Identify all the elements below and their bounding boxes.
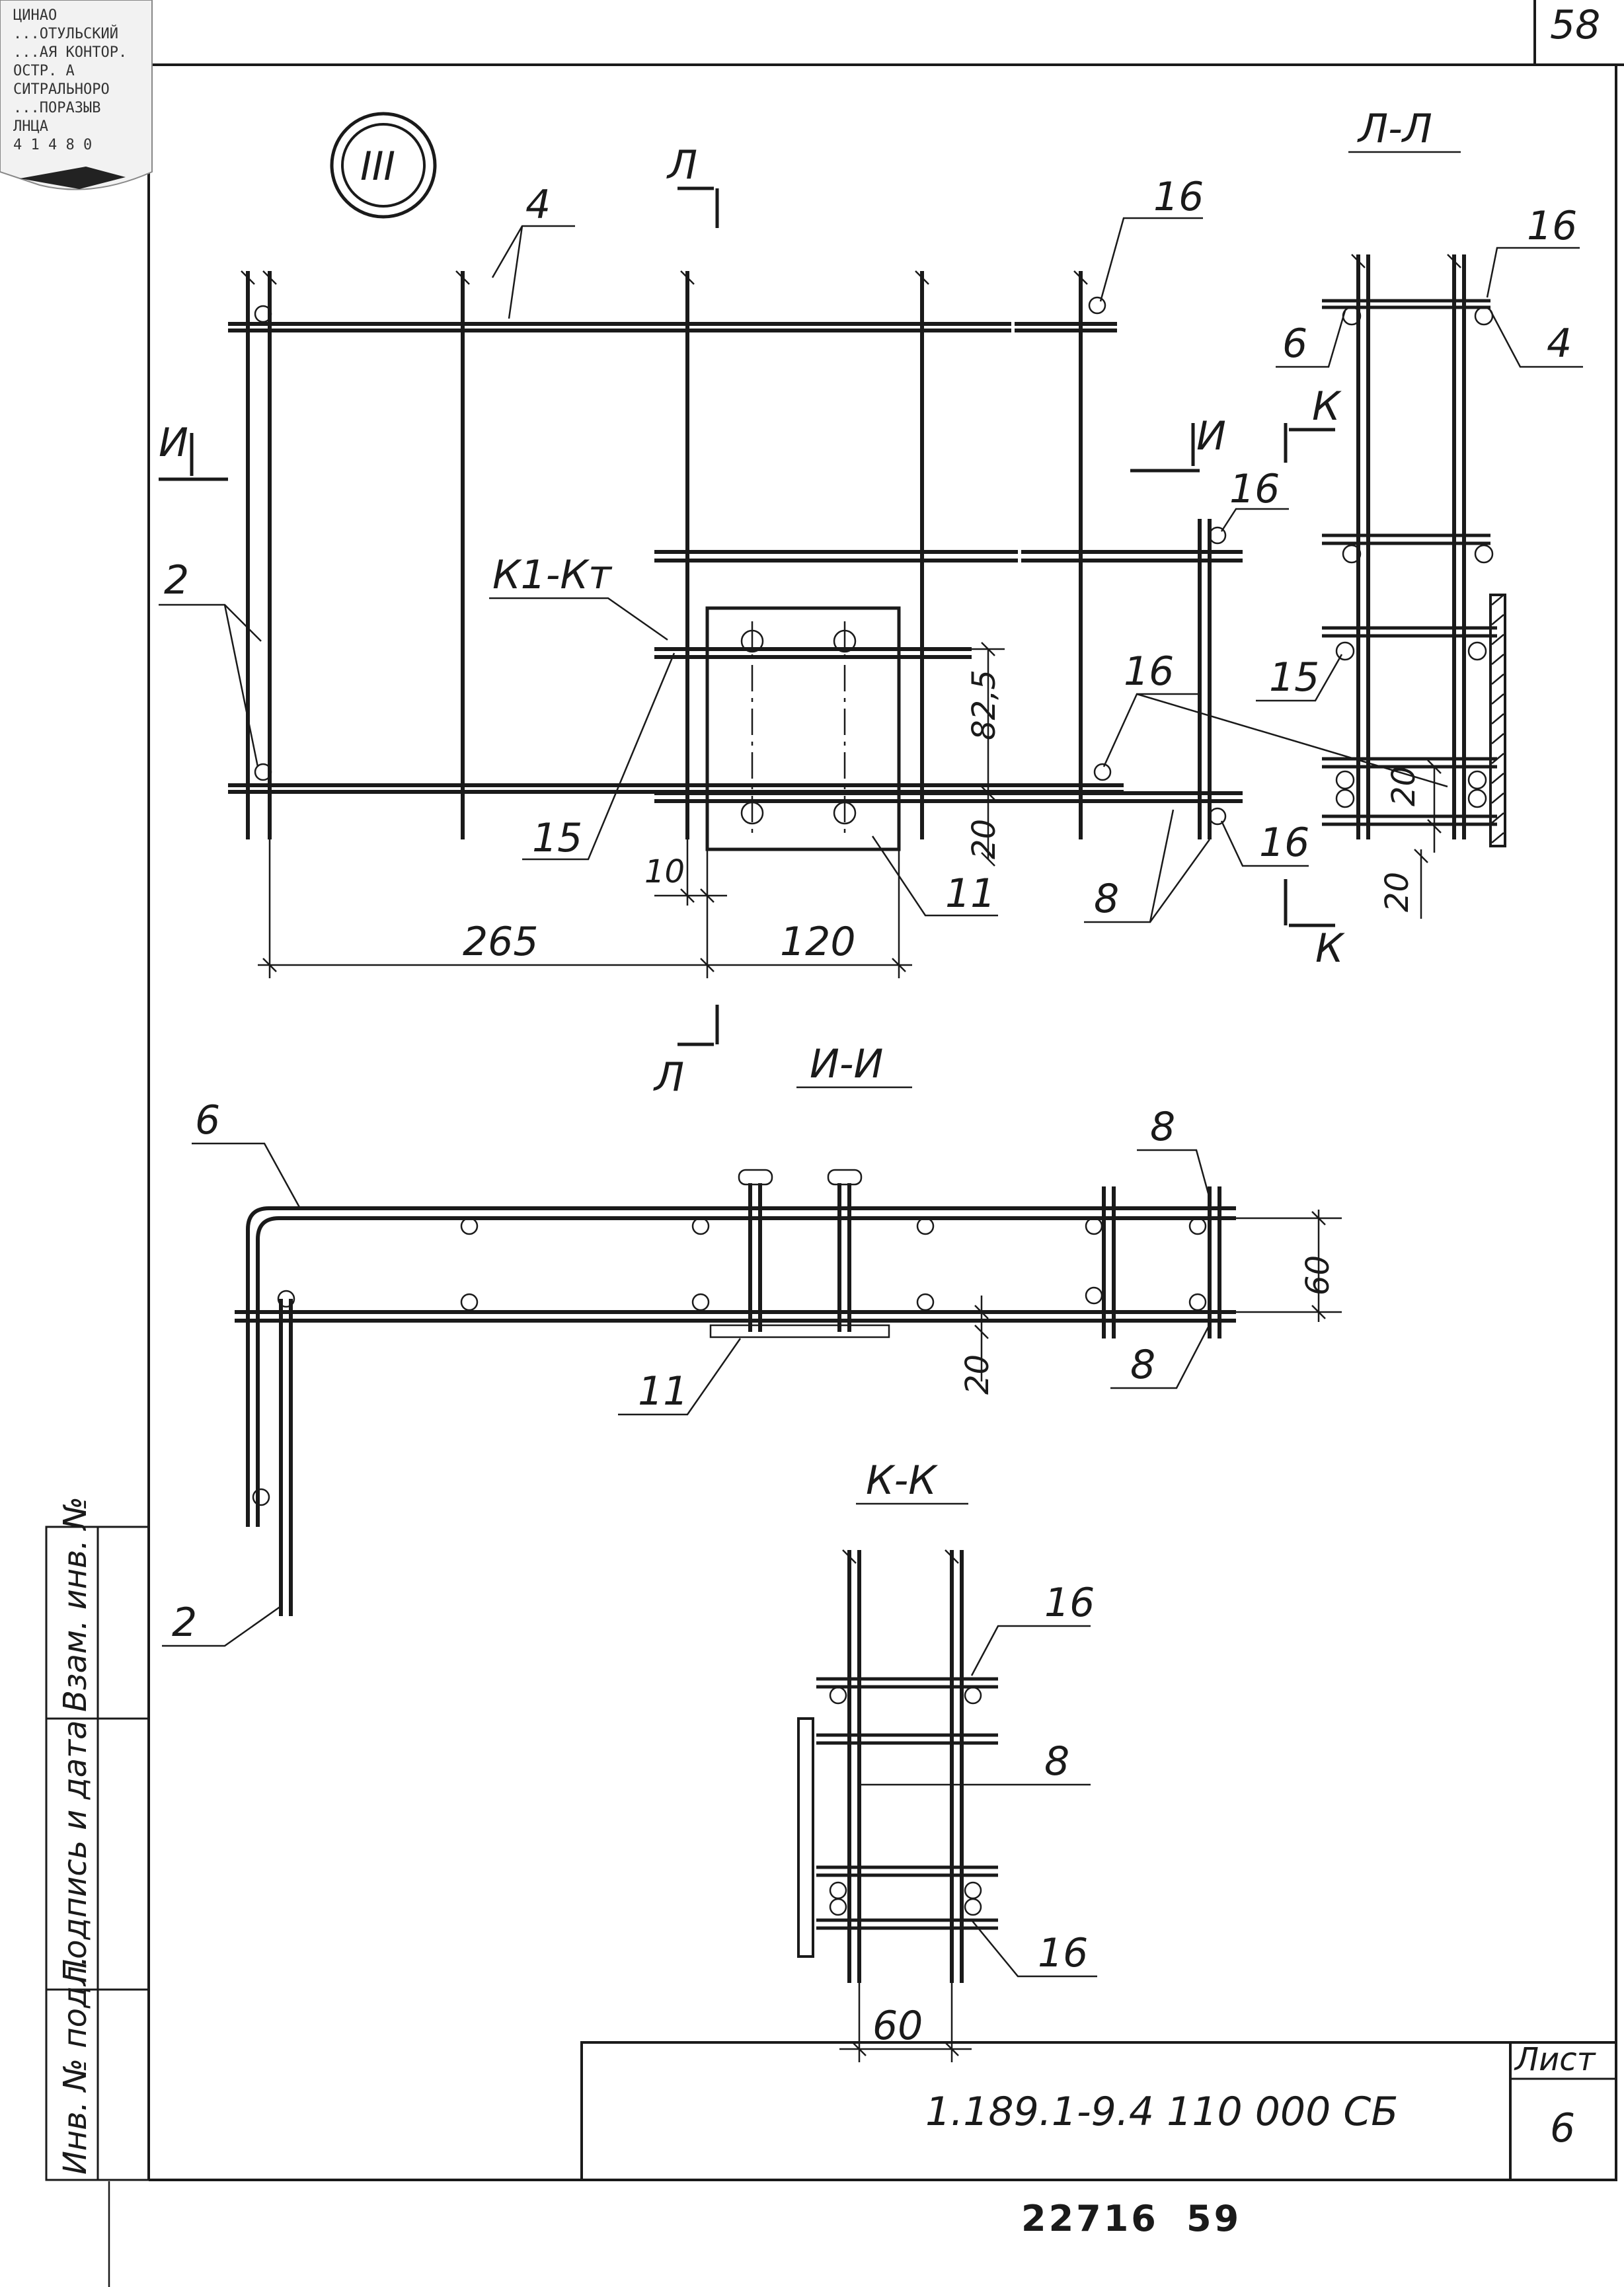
node-marker-label: III (360, 143, 395, 190)
section-ii-mark-8b: 8 (1130, 1342, 1155, 1388)
section-ii-title: И-И (810, 1041, 883, 1087)
section-kk-mark-8: 8 (1044, 1738, 1069, 1785)
plan-view: 4 16 16 2 К1-Кт 15 11 16 16 8 82,5 20 (159, 142, 1448, 1101)
section-kk-title: К-К (866, 1457, 938, 1504)
title-sheet-label: Лист (1514, 2041, 1597, 2078)
section-kk-mark-16a: 16 (1044, 1580, 1095, 1626)
section-ll-title: Л-Л (1357, 106, 1432, 152)
side-block: Инв. № подл. Подпись и дата Взам. инв. № (45, 1496, 150, 2181)
section-ii-dim-60: 60 (1299, 1255, 1336, 1296)
bottom-number-b: 59 (1186, 2198, 1241, 2239)
corner-sheet-number: 58 (1550, 2, 1600, 48)
dim-10: 10 (644, 853, 685, 890)
title-sheet-number: 6 (1550, 2105, 1575, 2151)
plan-mark-16d: 16 (1259, 820, 1309, 866)
dim-120: 120 (780, 919, 856, 965)
stamp-line-3: ОСТР. А (13, 63, 75, 79)
title-block: 1.189.1-9.4 110 000 СБ Лист 6 (580, 2041, 1617, 2181)
cut-mark-k-bottom: К (1315, 925, 1345, 972)
stamp-line-7: 4 1 4 8 0 (13, 137, 92, 153)
sheet-frame (147, 0, 1624, 2181)
section-ii-dim-20: 20 (959, 1354, 996, 1395)
title-designation: 1.189.1-9.4 110 000 СБ (925, 2089, 1398, 2135)
cut-mark-i-left: И (159, 420, 188, 466)
bottom-number-a: 22716 (1021, 2198, 1159, 2239)
stamp-line-2: ...АЯ КОНТОР. (13, 44, 127, 61)
cut-mark-i-right: И (1196, 413, 1226, 459)
section-ll-mark-16: 16 (1527, 203, 1577, 249)
plan-mark-15: 15 (532, 815, 582, 861)
section-kk: К-К 16 8 16 60 (797, 1457, 1097, 2062)
plan-mark-8: 8 (1094, 876, 1119, 922)
plan-mark-11: 11 (945, 871, 995, 917)
plan-mark-16c: 16 (1124, 648, 1174, 695)
cut-mark-l-bottom: Л (653, 1054, 684, 1101)
stamp-line-4: СИТРАЛЬНОРО (13, 81, 110, 98)
section-ll-mark-15: 15 (1269, 654, 1319, 701)
side-field-inv: Инв. № подл. (57, 1956, 94, 2175)
section-ii-mark-11: 11 (638, 1368, 688, 1415)
side-field-replace: Взам. инв. № (57, 1496, 94, 1712)
section-ll-dim-20b: 20 (1379, 872, 1416, 912)
plan-mark-2: 2 (164, 557, 189, 603)
side-field-sign: Подпись и дата (57, 1720, 94, 1983)
section-ll-mark-6: 6 (1282, 321, 1307, 367)
dim-265: 265 (463, 919, 539, 965)
dim-20-plan: 20 (966, 819, 1003, 859)
section-kk-mark-16b: 16 (1038, 1930, 1088, 1976)
section-ii-mark-2: 2 (172, 1600, 197, 1646)
archive-stamp: ЦИНАО ...ОТУЛЬСКИЙ ...АЯ КОНТОР. ОСТР. А… (0, 0, 153, 190)
section-ll-dim-20a: 20 (1385, 766, 1422, 806)
dim-82-5: 82,5 (966, 670, 1003, 740)
section-ii-mark-6: 6 (195, 1097, 220, 1144)
cut-mark-k-top: К (1312, 383, 1342, 430)
stamp-line-1: ...ОТУЛЬСКИЙ (13, 25, 118, 42)
stamp-line-6: ЛНЦА (13, 118, 48, 135)
section-ii-mark-8a: 8 (1150, 1104, 1175, 1150)
plan-mark-k1: К1-Кт (492, 552, 613, 598)
stamp-line-5: ...ПОРАЗЫВ (13, 100, 100, 116)
plan-mark-4: 4 (525, 182, 551, 228)
node-marker: III (330, 112, 437, 219)
stamp-line-0: ЦИНАО (13, 7, 57, 24)
cut-mark-l-top: Л (666, 142, 697, 188)
section-ll-mark-4: 4 (1547, 321, 1572, 367)
section-ii: И-И 6 8 8 (162, 1041, 1342, 1647)
section-ll: Л-Л 16 6 4 15 (1256, 106, 1583, 919)
plan-mark-16b: 16 (1229, 466, 1280, 512)
plan-mark-16a: 16 (1153, 174, 1204, 220)
